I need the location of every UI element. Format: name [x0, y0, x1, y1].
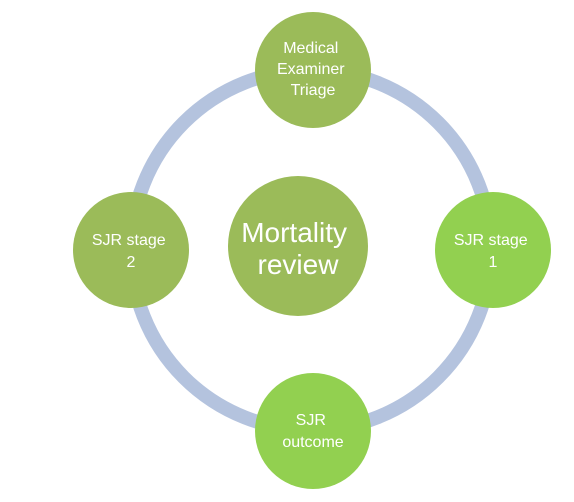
node-bottom-circle	[255, 373, 371, 489]
node-sjr-stage-2: SJR stage 2	[73, 192, 189, 308]
node-top-label-line-3: Triage	[291, 82, 336, 99]
center-label-line-1: Mortality	[241, 217, 347, 248]
node-right-circle	[435, 192, 551, 308]
node-right-label-line-2: 1	[489, 254, 498, 271]
node-left-label-line-1: SJR stage	[92, 232, 166, 249]
node-top-label-line-2: Examiner	[277, 61, 345, 78]
node-bottom-label-line-1: SJR	[296, 412, 326, 429]
center-label-line-2: review	[258, 249, 340, 280]
node-sjr-stage-1: SJR stage 1	[435, 192, 551, 308]
node-left-circle	[73, 192, 189, 308]
node-top-circle	[255, 12, 371, 128]
node-top-label: Medical Examiner Triage	[277, 40, 349, 99]
node-top-label-line-1: Medical	[283, 40, 338, 57]
center-label: Mortality review	[241, 217, 355, 280]
node-bottom-label-line-2: outcome	[282, 434, 343, 451]
node-left-label: SJR stage 2	[92, 232, 170, 271]
node-bottom-label: SJR outcome	[282, 412, 343, 451]
node-medical-examiner-triage: Medical Examiner Triage	[255, 12, 371, 128]
center-circle	[228, 176, 368, 316]
node-right-label-line-1: SJR stage	[454, 232, 528, 249]
node-sjr-outcome: SJR outcome	[255, 373, 371, 489]
center-node: Mortality review	[228, 176, 368, 316]
node-left-label-line-2: 2	[127, 254, 136, 271]
node-right-label: SJR stage 1	[454, 232, 532, 271]
